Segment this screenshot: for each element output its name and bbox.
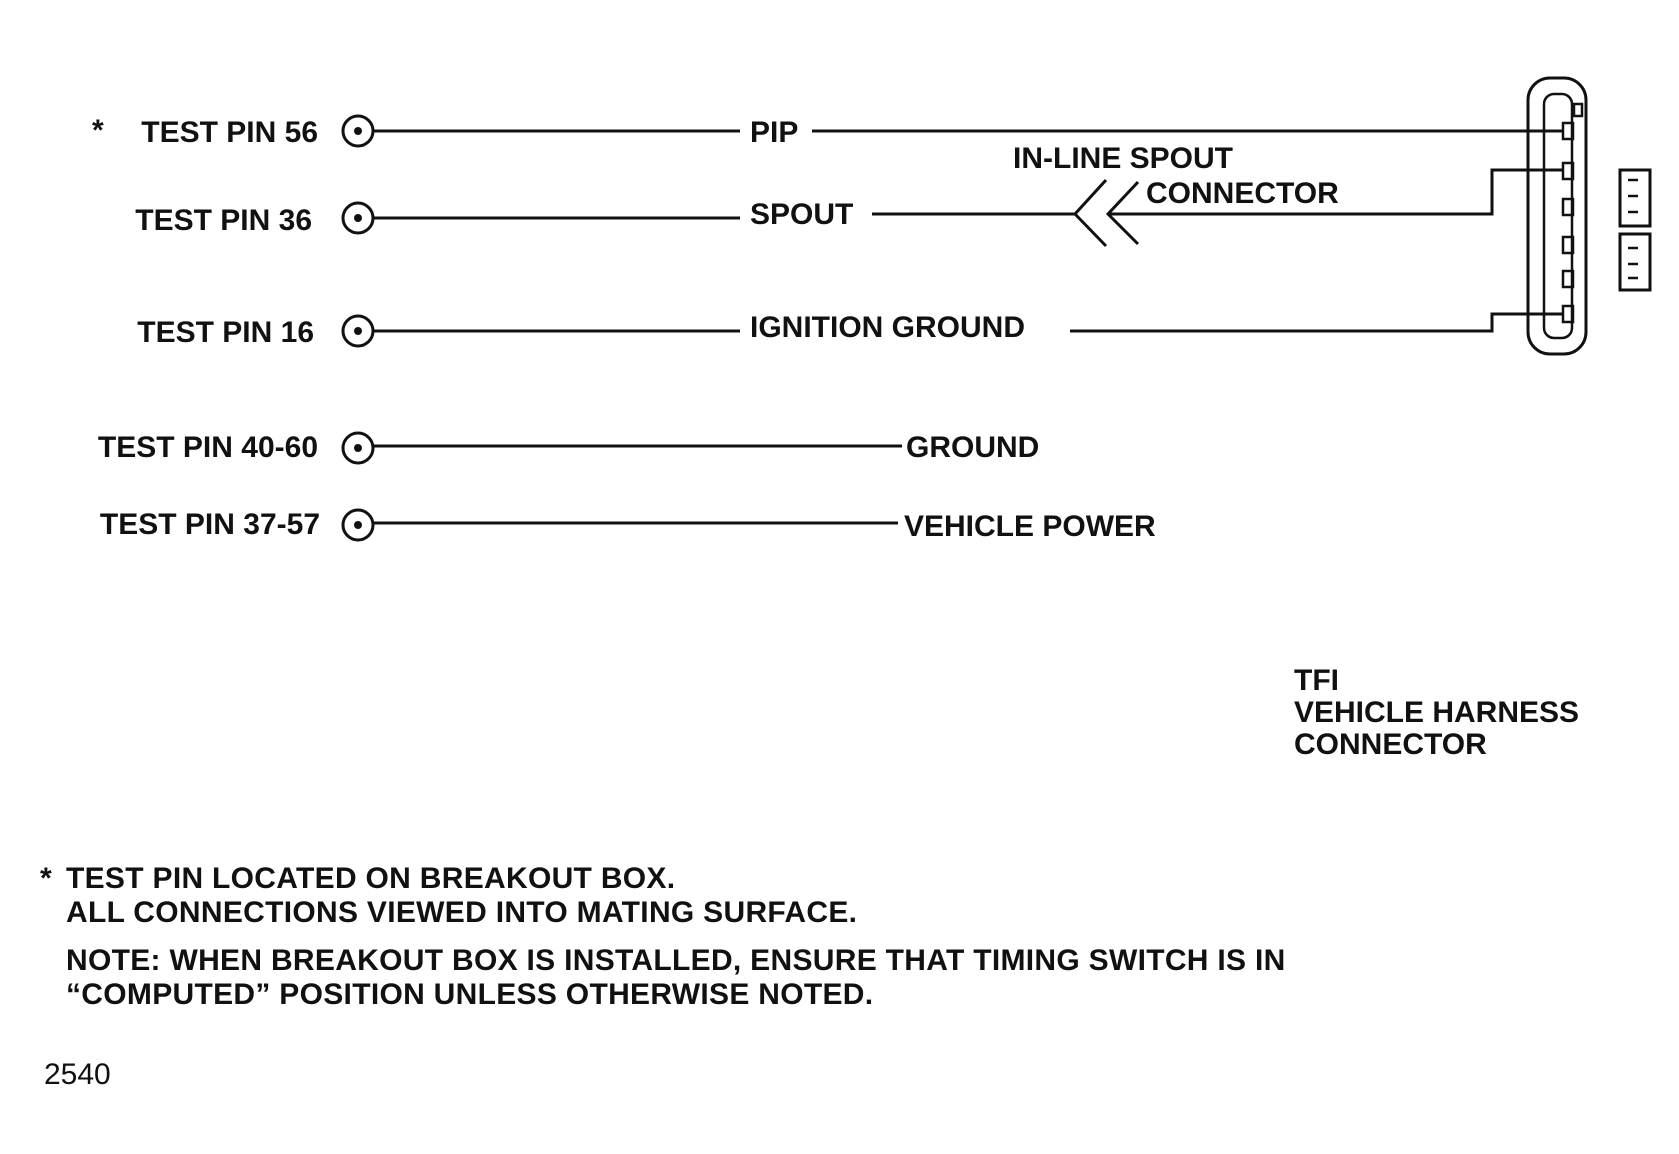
ground-label: GROUND [906, 431, 1039, 464]
tfi-harness-connector-symbol [1526, 76, 1652, 356]
ignition-ground-wire-right [1070, 312, 1562, 333]
test-pin-40-60-terminal [341, 431, 375, 465]
harness-connector-label-line3: CONNECTOR [1294, 728, 1487, 761]
harness-connector-label-line2: VEHICLE HARNESS [1294, 696, 1579, 729]
footnote-line2: ALL CONNECTIONS VIEWED INTO MATING SURFA… [40, 896, 1600, 930]
pip-label: PIP [750, 116, 798, 149]
inline-connector-male-symbol [1072, 178, 1108, 248]
footnote-text-line2: ALL CONNECTIONS VIEWED INTO MATING SURFA… [66, 896, 858, 929]
note-line1: NOTE: WHEN BREAKOUT BOX IS INSTALLED, EN… [40, 944, 1600, 978]
vehicle-power-label: VEHICLE POWER [904, 510, 1156, 543]
harness-connector-label-line1: TFI [1294, 664, 1339, 697]
test-pin-37-57-label: TEST PIN 37-57 [100, 508, 320, 541]
note-line2: “COMPUTED” POSITION UNLESS OTHERWISE NOT… [40, 978, 1600, 1012]
test-pin-56-terminal [341, 114, 375, 148]
inline-connector-label-line1: IN-LINE SPOUT [1013, 142, 1233, 175]
test-pin-36-label: TEST PIN 36 [135, 204, 312, 237]
figure-number: 2540 [44, 1058, 111, 1091]
note-text-line1: NOTE: WHEN BREAKOUT BOX IS INSTALLED, EN… [66, 944, 1286, 977]
test-pin-36-terminal [341, 201, 375, 235]
ignition-ground-label: IGNITION GROUND [750, 311, 1025, 344]
footnote-line1: * TEST PIN LOCATED ON BREAKOUT BOX. [40, 862, 1600, 896]
spout-label: SPOUT [750, 198, 853, 231]
test-pin-16-label: TEST PIN 16 [137, 316, 314, 349]
test-pin-16-terminal [341, 314, 375, 348]
footnote-marker: * [40, 862, 52, 895]
inline-connector-label-line2: CONNECTOR [1146, 177, 1339, 210]
notes-block: * TEST PIN LOCATED ON BREAKOUT BOX. ALL … [40, 862, 1600, 1012]
test-pin-40-60-label: TEST PIN 40-60 [98, 431, 318, 464]
footnote-text-line1: TEST PIN LOCATED ON BREAKOUT BOX. [66, 862, 676, 895]
test-pin-37-57-terminal [341, 508, 375, 542]
note-text-line2: “COMPUTED” POSITION UNLESS OTHERWISE NOT… [66, 978, 874, 1011]
pin-56-marker: * [92, 114, 104, 147]
test-pin-56-label: TEST PIN 56 [141, 116, 318, 149]
